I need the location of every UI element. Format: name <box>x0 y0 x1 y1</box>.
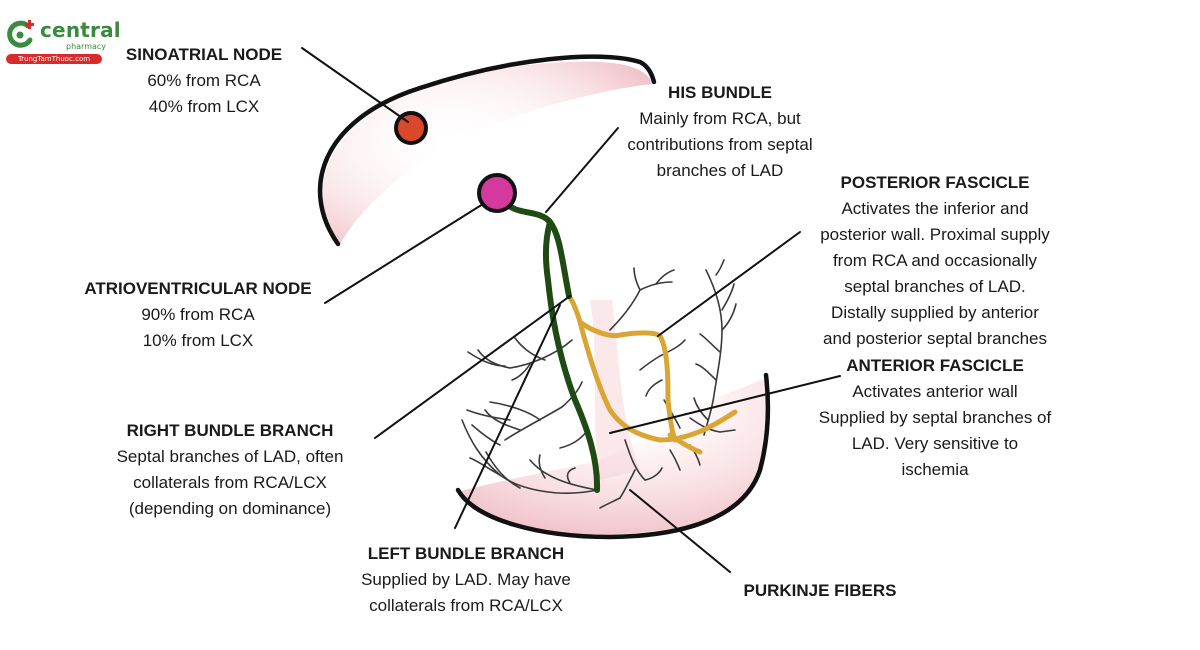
label-line: septal branches of LAD. <box>844 277 1026 296</box>
label-atrioventricular-node: ATRIOVENTRICULAR NODE 90% from RCA 10% f… <box>60 276 336 354</box>
logo-sub-text: pharmacy <box>66 42 107 51</box>
label-line: Supplied by septal branches of <box>818 408 1052 427</box>
label-title: HIS BUNDLE <box>668 83 772 102</box>
label-title: SINOATRIAL NODE <box>125 45 283 64</box>
label-line: ischemia <box>901 460 969 479</box>
label-line: from RCA and occasionally <box>832 251 1038 270</box>
label-line: Activates anterior wall <box>852 382 1018 401</box>
label-title: PURKINJE FIBERS <box>743 581 897 600</box>
right-bundle-branch-path <box>542 219 601 493</box>
leader-line-anterior-fascicle <box>609 375 841 434</box>
atrioventricular-node <box>477 173 517 213</box>
leader-line-sa-node <box>301 47 409 123</box>
label-title: ATRIOVENTRICULAR NODE <box>84 279 312 298</box>
label-line: (depending on dominance) <box>128 499 332 518</box>
label-line: Mainly from RCA, but <box>639 109 801 128</box>
label-his-bundle: HIS BUNDLE Mainly from RCA, but contribu… <box>600 80 840 184</box>
label-line: Septal branches of LAD, often <box>116 447 344 466</box>
sinoatrial-node <box>394 111 428 145</box>
leader-line-purkinje-fibers <box>629 489 731 573</box>
label-purkinje-fibers: PURKINJE FIBERS <box>710 578 930 604</box>
label-title: POSTERIOR FASCICLE <box>840 173 1030 192</box>
label-posterior-fascicle: POSTERIOR FASCICLE Activates the inferio… <box>795 170 1075 352</box>
label-line: contributions from septal <box>627 135 813 154</box>
leader-line-posterior-fascicle <box>657 231 801 337</box>
label-line: 10% from LCX <box>142 331 254 350</box>
label-line: collaterals from RCA/LCX <box>369 596 563 615</box>
label-line: 60% from RCA <box>147 71 261 90</box>
label-line: Distally supplied by anterior <box>831 303 1039 322</box>
label-line: LAD. Very sensitive to <box>851 434 1019 453</box>
label-sinoatrial-node: SINOATRIAL NODE 60% from RCA 40% from LC… <box>104 42 304 120</box>
atrium-shape <box>317 54 657 247</box>
label-anterior-fascicle: ANTERIOR FASCICLE Activates anterior wal… <box>795 353 1075 483</box>
central-pharmacy-logo: central pharmacy TrungTamThuoc.com <box>6 18 121 66</box>
label-line: 40% from LCX <box>148 97 260 116</box>
label-line: and posterior septal branches <box>823 329 1047 348</box>
his-bundle <box>505 202 601 493</box>
logo-url-badge: TrungTamThuoc.com <box>6 54 102 64</box>
logo-mark-icon <box>7 20 34 48</box>
ventricle-shape <box>455 300 771 540</box>
leader-line-left-bundle-branch <box>454 304 561 529</box>
label-left-bundle-branch: LEFT BUNDLE BRANCH Supplied by LAD. May … <box>336 541 596 619</box>
leader-line-right-bundle-branch <box>374 295 571 439</box>
label-line: Activates the inferior and <box>841 199 1029 218</box>
logo-brand-text: central <box>40 18 121 42</box>
label-line: collaterals from RCA/LCX <box>133 473 327 492</box>
label-line: Supplied by LAD. May have <box>361 570 571 589</box>
label-title: LEFT BUNDLE BRANCH <box>367 544 565 563</box>
label-line: posterior wall. Proximal supply <box>820 225 1050 244</box>
leader-line-his-bundle <box>545 127 619 213</box>
leader-line-av-node <box>324 203 484 304</box>
label-line: branches of LAD <box>656 161 784 180</box>
label-title: ANTERIOR FASCICLE <box>846 356 1024 375</box>
label-title: RIGHT BUNDLE BRANCH <box>126 421 334 440</box>
label-right-bundle-branch: RIGHT BUNDLE BRANCH Septal branches of L… <box>90 418 370 522</box>
label-line: 90% from RCA <box>141 305 255 324</box>
